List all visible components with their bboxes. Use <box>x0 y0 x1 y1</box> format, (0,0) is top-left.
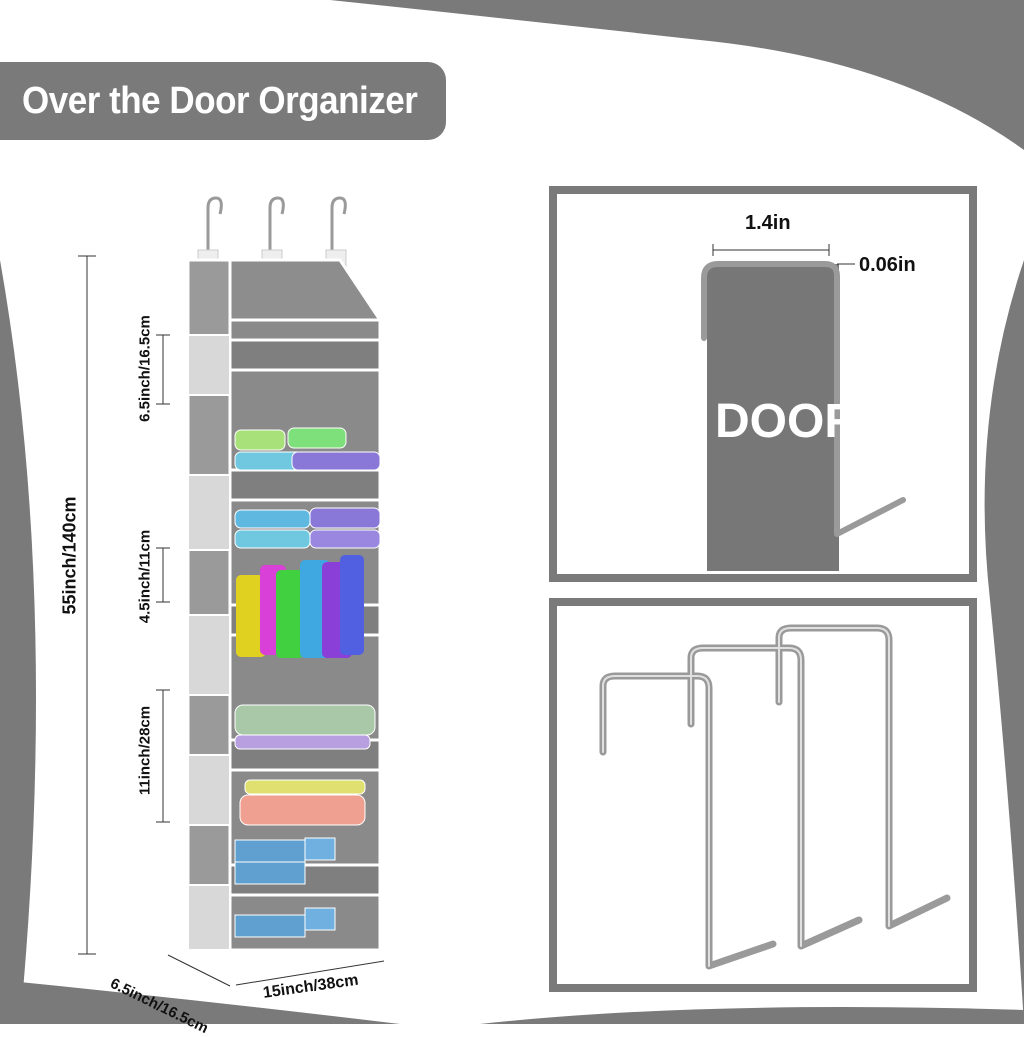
title-banner: Over the Door Organizer <box>0 62 446 140</box>
towels <box>234 427 381 549</box>
door-hook-diagram <box>701 244 906 571</box>
hooks-product-panel <box>549 598 977 992</box>
hook-width-label: 1.4in <box>745 212 791 234</box>
bottles <box>236 555 364 658</box>
metal-hook <box>701 261 906 537</box>
mesh-pockets <box>187 334 231 951</box>
top-pocket-height-label: 6.5inch/16.5cm <box>136 315 154 422</box>
total-height-label: 55inch/140cm <box>59 496 80 615</box>
middle-pocket-height-label: 4.5inch/11cm <box>136 529 154 624</box>
hook-middle <box>687 644 863 950</box>
bottom-pocket-height-label: 11inch/28cm <box>136 705 154 796</box>
three-hooks-illustration <box>599 624 951 970</box>
tissue-boxes <box>234 837 336 938</box>
door-label: DOOR <box>715 395 859 448</box>
folded-clothes <box>234 704 376 826</box>
organizer-hooks <box>206 196 347 260</box>
organizer-illustration <box>185 196 383 952</box>
hook-detail-panel: 1.4in 0.06in DOOR <box>549 186 977 582</box>
door-shape <box>707 264 839 571</box>
hook-thickness-label: 0.06in <box>859 254 916 276</box>
page-title: Over the Door Organizer <box>22 79 418 122</box>
